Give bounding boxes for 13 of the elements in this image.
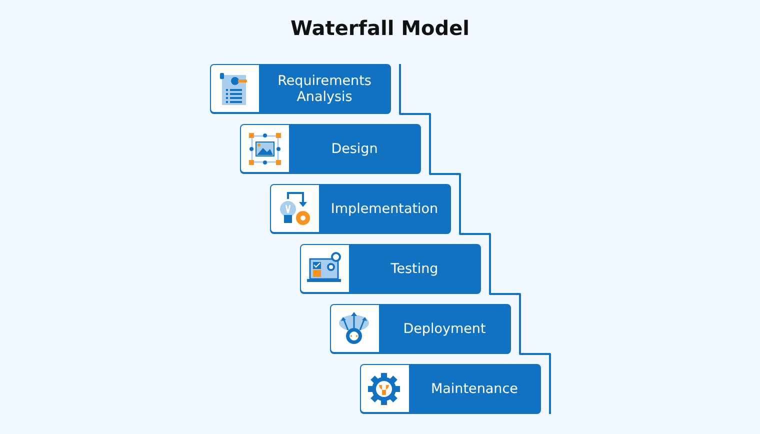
step-box xyxy=(300,244,481,294)
step-label: Implementation xyxy=(330,201,438,217)
diagram-title: Waterfall Model xyxy=(289,16,471,40)
step-label: Maintenance xyxy=(431,381,518,397)
step-label: Design xyxy=(331,141,378,157)
step-label: Requirements Analysis xyxy=(276,73,372,105)
step-box xyxy=(360,364,541,414)
step-box xyxy=(270,184,451,234)
step-box xyxy=(330,304,511,354)
step-box xyxy=(210,64,391,114)
step-box xyxy=(240,124,421,174)
step-label: Deployment xyxy=(403,321,486,337)
step-label: Testing xyxy=(390,261,438,277)
